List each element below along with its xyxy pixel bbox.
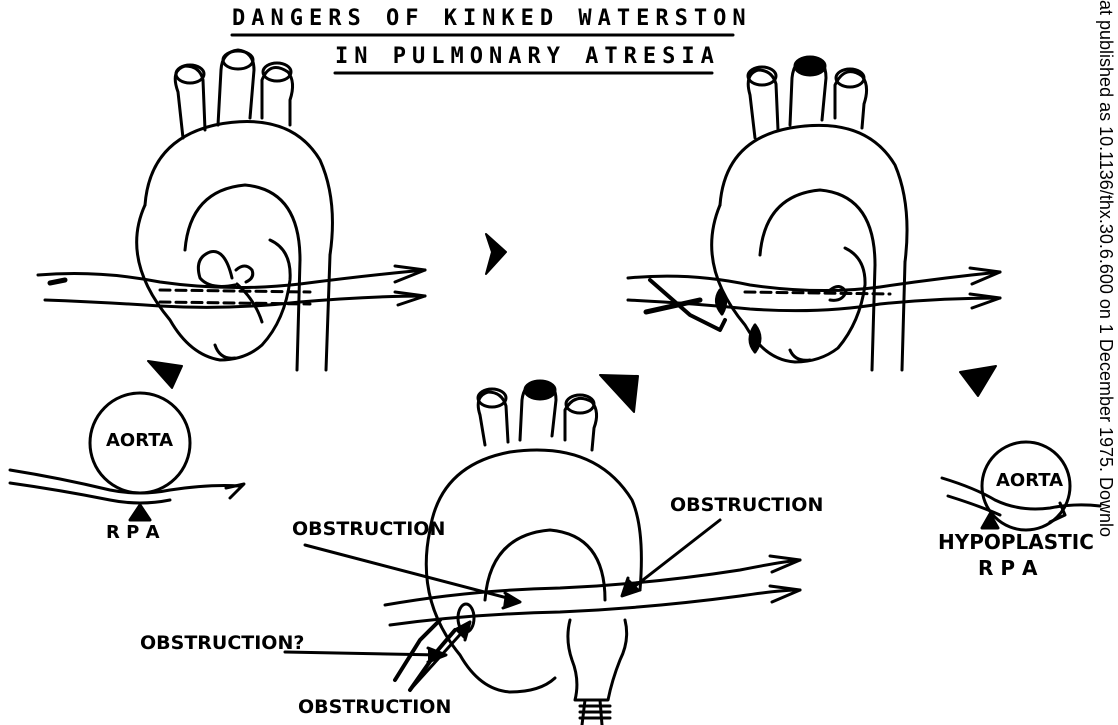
obstruction-label-bottom: OBSTRUCTION [298,696,451,718]
rpa-label-left: R P A [106,522,160,543]
heart-bottom-center [385,381,800,725]
heart-top-left [38,50,425,370]
arrow-down-left [148,361,182,388]
obstruction-label-top-left: OBSTRUCTION [292,518,445,540]
vertical-side-note: at published as 10.1136/thx.30.6.600 on … [1095,0,1116,537]
arrow-down-right [960,366,996,396]
diagram-title-line-1: DANGERS OF KINKED WATERSTON [232,6,752,31]
obstruction-label-top-right: OBSTRUCTION [670,494,823,516]
arrow-down-right-center [600,375,638,412]
rpa-label-right: R P A [978,556,1037,580]
aorta-label-left: AORTA [106,430,173,451]
obstruction-question-label: OBSTRUCTION? [140,632,304,654]
heart-top-right [628,57,1000,370]
diagram-title-line-2: IN PULMONARY ATRESIA [335,44,720,69]
hypoplastic-label: HYPOPLASTIC [938,530,1094,554]
aorta-label-right: AORTA [996,470,1063,491]
aorta-cross-section-left [10,393,244,520]
arrow-right [486,234,506,274]
